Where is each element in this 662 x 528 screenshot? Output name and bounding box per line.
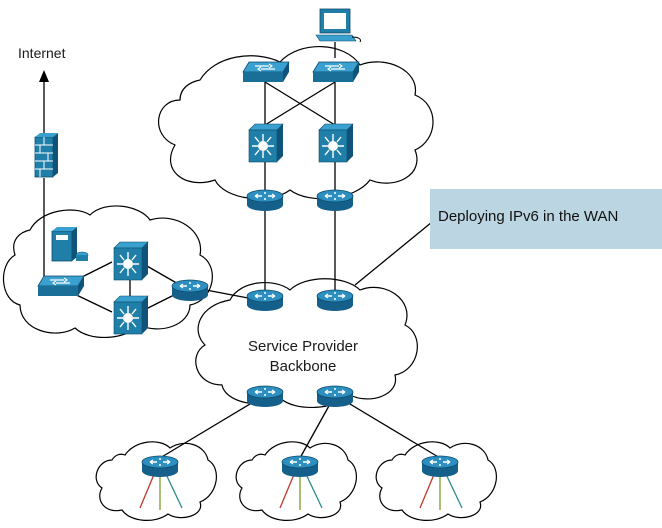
switch-icon	[312, 61, 360, 83]
callout-box	[430, 189, 662, 249]
router-icon	[246, 289, 284, 312]
router-icon	[316, 289, 354, 312]
switch-icon	[242, 61, 290, 83]
firewall-icon	[34, 133, 58, 178]
backbone-cloud	[195, 278, 418, 408]
multilayer-switch-icon	[318, 123, 354, 163]
branch-cloud-1	[95, 441, 217, 521]
campus-cloud	[2, 205, 213, 339]
router-icon	[421, 455, 459, 478]
multilayer-switch-icon	[248, 123, 284, 163]
router-icon	[141, 455, 179, 478]
datacenter-cloud	[158, 45, 434, 200]
router-icon	[246, 189, 284, 212]
callout-label: Deploying IPv6 in the WAN	[438, 208, 619, 225]
router-icon	[246, 385, 284, 408]
branch-cloud-3	[375, 441, 497, 521]
multilayer-switch-icon	[113, 295, 149, 335]
branch-cloud-2	[235, 441, 357, 521]
server-icon	[51, 227, 89, 262]
router-icon	[171, 279, 209, 302]
internet-arrow-icon	[39, 70, 49, 82]
backbone-label-line2: Backbone	[270, 358, 337, 375]
branch-links	[139, 471, 463, 510]
router-icon	[281, 455, 319, 478]
switch-icon	[37, 275, 85, 297]
router-icon	[316, 189, 354, 212]
backbone-label-line1: Service Provider	[248, 338, 358, 355]
internet-label: Internet	[18, 45, 66, 61]
computer-icon	[315, 8, 361, 43]
multilayer-switch-icon	[113, 241, 149, 281]
router-icon	[316, 385, 354, 408]
